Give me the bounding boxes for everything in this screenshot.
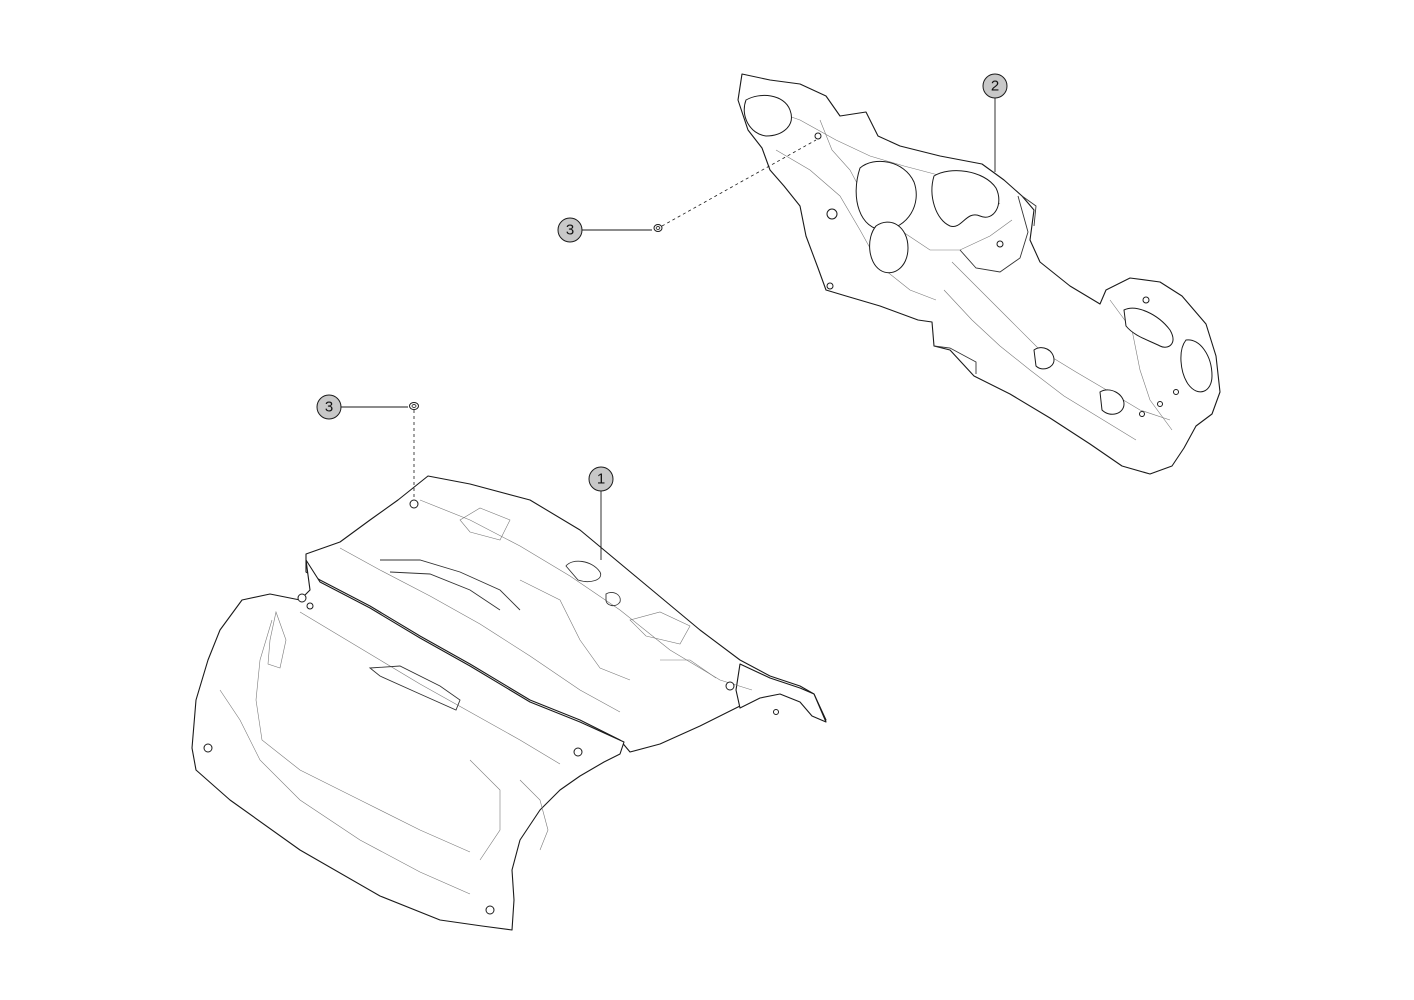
callout-3-lower: 3 <box>316 394 408 420</box>
callout-2: 2 <box>982 73 1008 172</box>
svg-text:3: 3 <box>566 222 574 239</box>
svg-text:1: 1 <box>597 471 605 488</box>
callout-3-upper: 3 <box>557 217 652 243</box>
assembly-line-upper <box>661 139 817 227</box>
svg-text:2: 2 <box>991 78 999 95</box>
callout-1: 1 <box>588 466 614 560</box>
nut-lower <box>409 402 419 410</box>
heat-shield-lower <box>191 475 827 931</box>
heat-shield-upper <box>737 73 1221 475</box>
svg-text:3: 3 <box>325 399 333 416</box>
nut-upper <box>653 224 663 232</box>
